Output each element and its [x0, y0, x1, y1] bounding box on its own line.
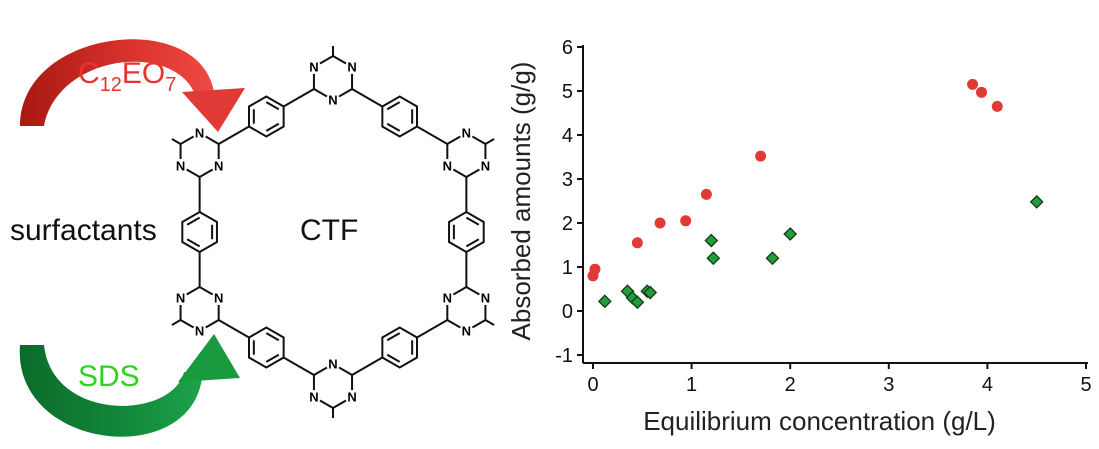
y-tick-label: 5 — [562, 81, 573, 103]
nitrogen-atom: N — [214, 291, 223, 306]
tick-labels: -1 0 1 2 3 4 5 6 0 1 2 3 4 5 — [555, 37, 1091, 396]
circle-point — [680, 215, 692, 227]
benzene-ring — [448, 177, 485, 287]
diamond-point — [643, 285, 658, 300]
y-tick-label: 3 — [562, 169, 573, 191]
nitrogen-atom: N — [176, 159, 185, 174]
nitrogen-atom: N — [481, 291, 490, 306]
x-tick-label: 3 — [883, 374, 894, 396]
x-tick-label: 2 — [785, 374, 796, 396]
x-axis-title: Equilibrium concentration (g/L) — [643, 406, 996, 436]
diamond-point — [597, 294, 612, 309]
triazine-ring: N N N — [306, 357, 360, 418]
bottom-curved-arrow — [19, 334, 240, 437]
top-surfactant-label: C12EO7 — [78, 57, 176, 96]
nitrogen-atom: N — [195, 126, 204, 141]
triazine-ring: N N N — [440, 126, 495, 179]
y-tick-label: 0 — [562, 301, 573, 323]
ctf-label: CTF — [300, 214, 358, 247]
nitrogen-atom: N — [462, 126, 471, 141]
y-tick-label: 4 — [562, 125, 573, 147]
axis-ticks — [577, 46, 1087, 369]
nitrogen-atom: N — [443, 291, 452, 306]
circle-point — [975, 86, 987, 98]
diamond-point — [706, 251, 721, 266]
nitrogen-atom: N — [347, 60, 356, 75]
benzene-ring — [218, 319, 315, 376]
nitrogen-atom: N — [443, 159, 452, 174]
diamond-point — [1029, 194, 1044, 209]
x-tick-label: 0 — [587, 374, 598, 396]
nitrogen-atom: N — [481, 159, 490, 174]
circle-point — [631, 237, 643, 249]
nitrogen-atom: N — [328, 357, 337, 372]
nitrogen-atom: N — [347, 390, 356, 405]
x-tick-label: 5 — [1080, 374, 1091, 396]
scatter-chart: -1 0 1 2 3 4 5 6 0 1 2 3 4 5 Equilibrium concentratio… — [506, 37, 1092, 436]
ctf-structure: N N N N N N N N N N N N N N N N N N — [171, 46, 495, 418]
data-points — [587, 78, 1044, 310]
y-tick-label: -1 — [555, 345, 573, 367]
y-tick-label: 2 — [562, 213, 573, 235]
nitrogen-atom: N — [328, 93, 337, 108]
benzene-ring — [218, 88, 315, 145]
sds-label: SDS — [78, 360, 140, 393]
top-curved-arrow — [20, 39, 245, 132]
diamond-point — [704, 233, 719, 248]
benzene-ring — [351, 319, 448, 376]
triazine-ring: N N N — [171, 285, 226, 339]
circle-point — [654, 217, 666, 229]
diamond-point — [765, 251, 780, 266]
nitrogen-atom: N — [462, 324, 471, 339]
nitrogen-atom: N — [195, 324, 204, 339]
nitrogen-atom: N — [309, 60, 318, 75]
circle-point — [700, 188, 712, 200]
y-tick-label: 6 — [562, 37, 573, 59]
y-tick-label: 1 — [562, 257, 573, 279]
surfactants-label: surfactants — [10, 214, 157, 247]
circle-point — [967, 78, 979, 90]
diamond-point — [783, 227, 798, 241]
nitrogen-atom: N — [309, 390, 318, 405]
circle-point — [589, 263, 601, 275]
y-axis-title: Absorbed amounts (g/g) — [506, 62, 536, 341]
triazine-ring: N N N — [171, 126, 226, 179]
diamond-point — [630, 295, 645, 310]
benzene-ring — [181, 177, 218, 287]
triazine-ring: N N N — [306, 46, 360, 108]
x-tick-label: 1 — [686, 374, 697, 396]
benzene-ring — [351, 88, 448, 145]
c12eo7-label: C12EO7 — [78, 57, 176, 96]
x-tick-label: 4 — [982, 374, 993, 396]
circle-point — [755, 150, 767, 162]
nitrogen-atom: N — [214, 159, 223, 174]
triazine-ring: N N N — [440, 285, 495, 339]
nitrogen-atom: N — [176, 291, 185, 306]
circle-point — [991, 100, 1003, 112]
